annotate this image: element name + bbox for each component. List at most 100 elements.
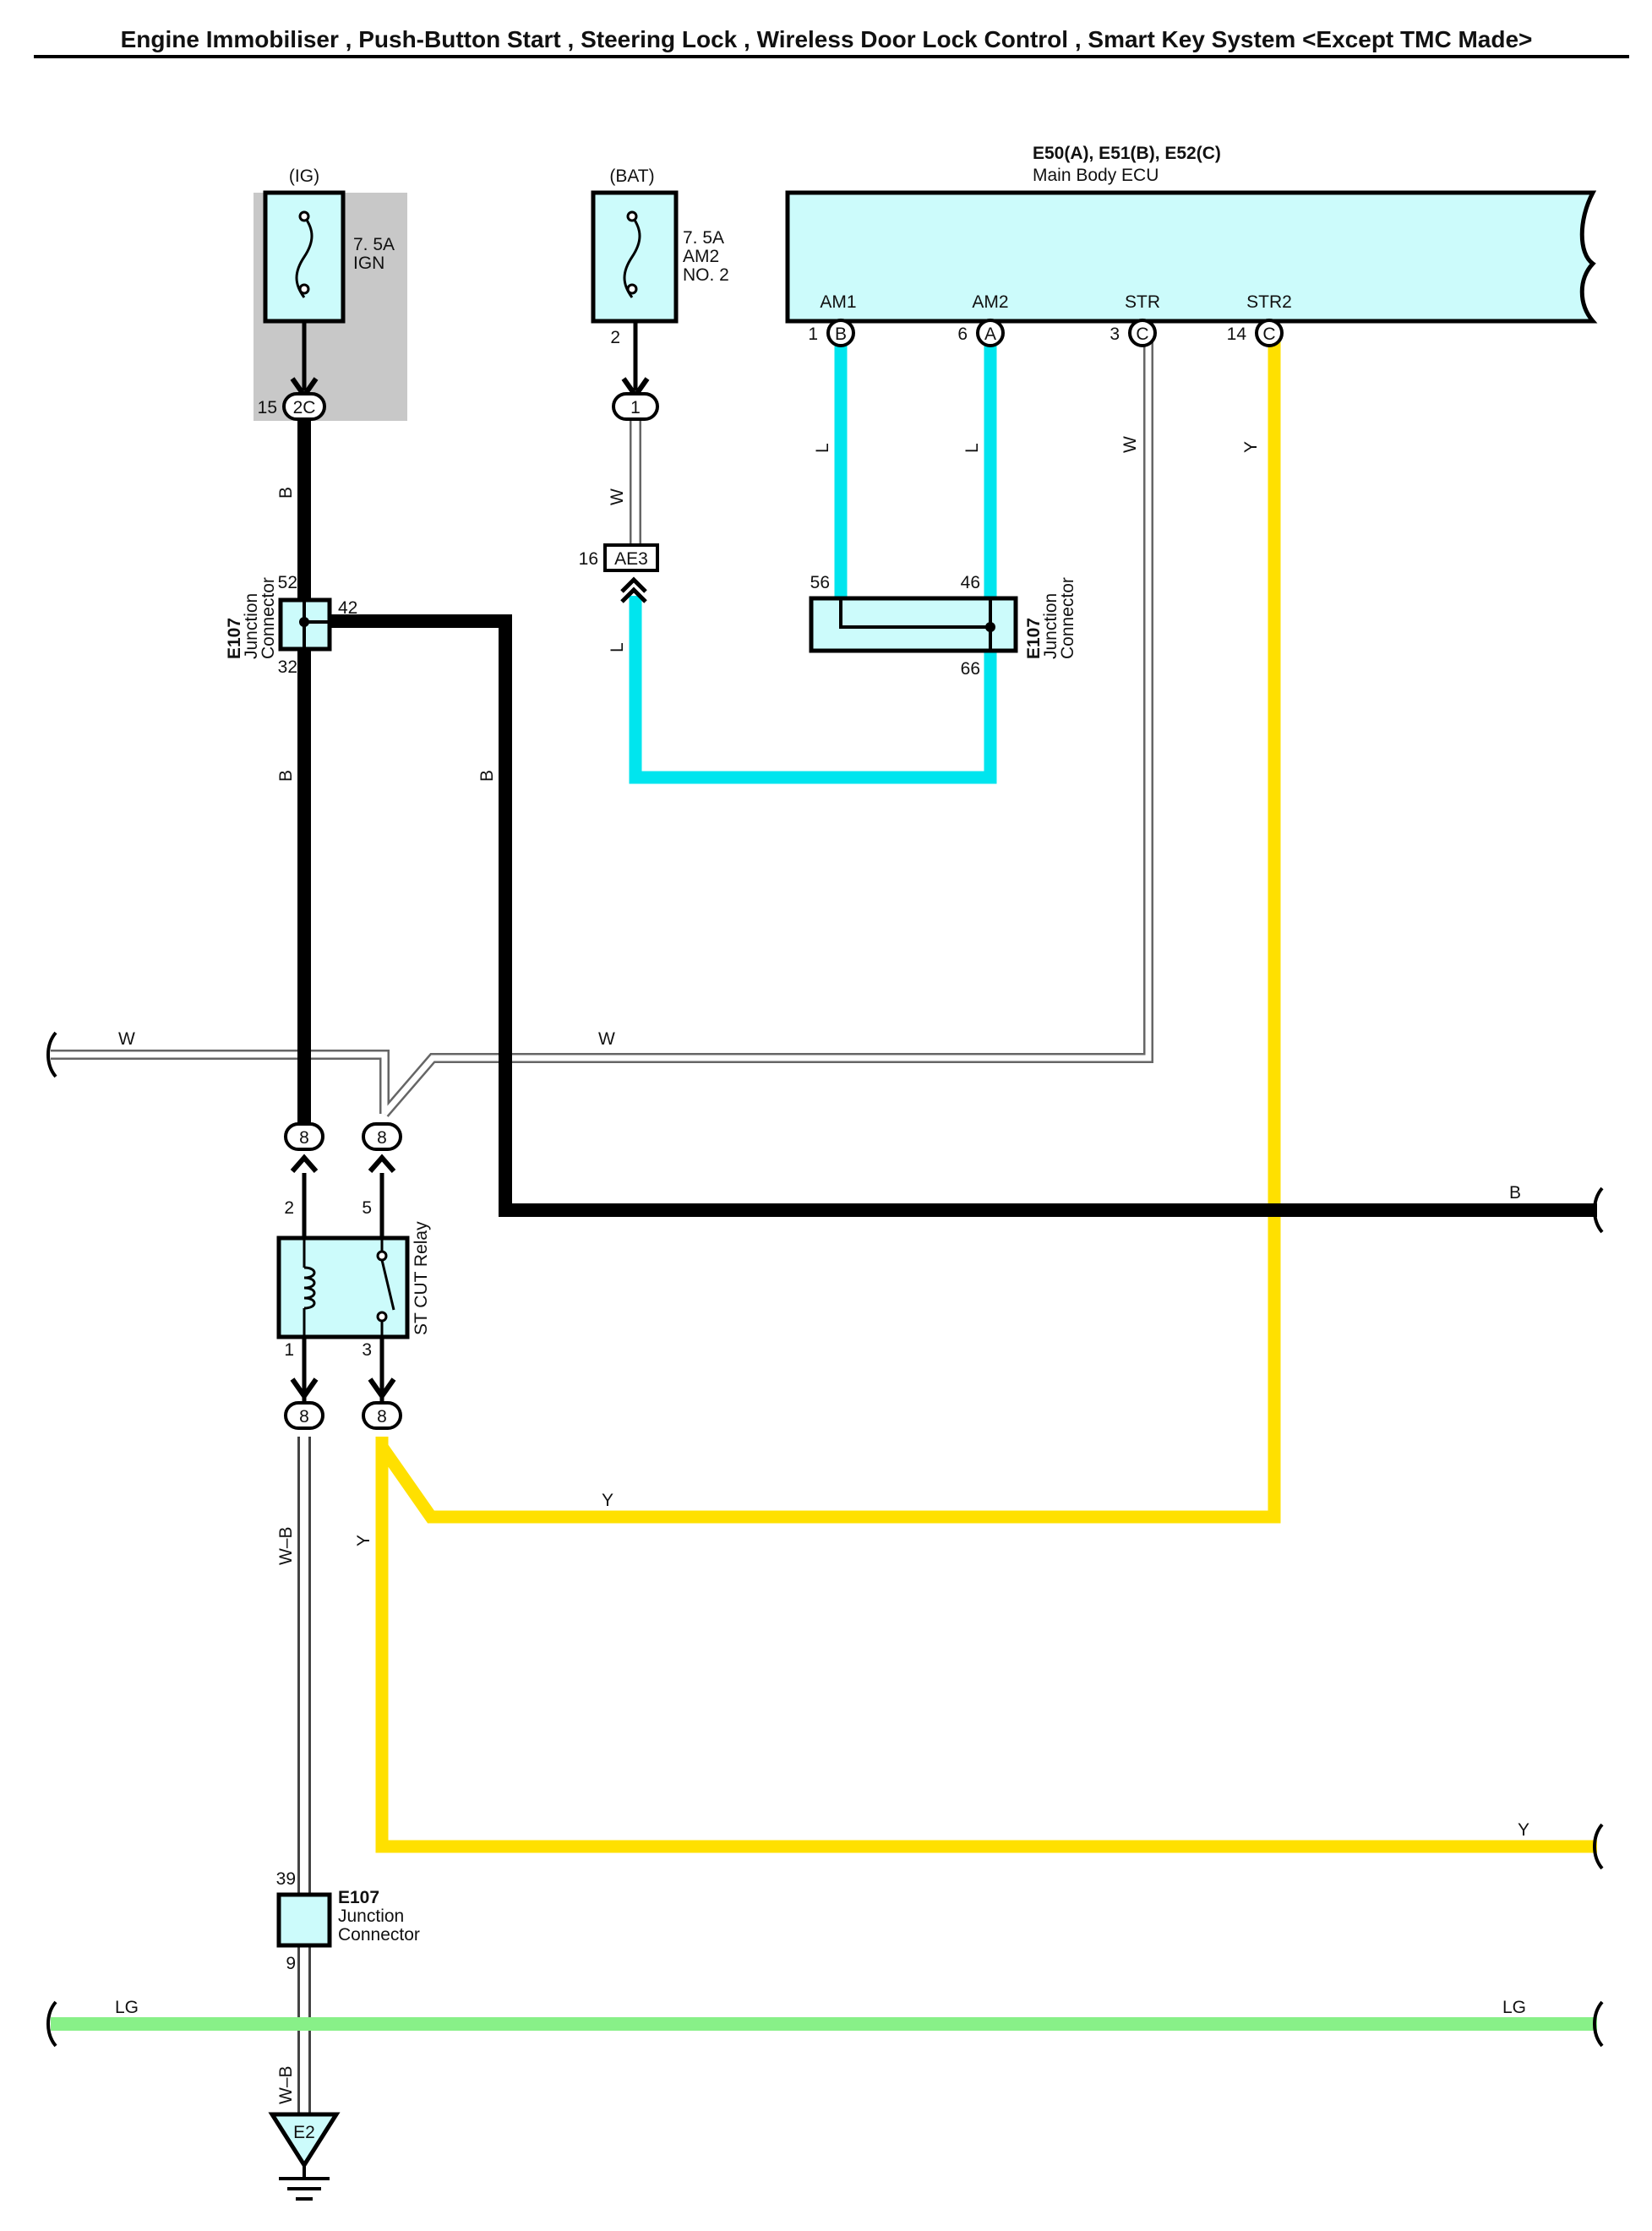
svg-text:1: 1	[808, 325, 818, 344]
relay-pin-2: 2	[284, 1198, 294, 1218]
wire-label-w2: W	[598, 1029, 615, 1049]
connector-relay-top-right: 8	[362, 1122, 402, 1173]
ecu-terminal-str2: STR2	[1246, 292, 1292, 312]
wire-label-wb2: W–B	[276, 2065, 296, 2104]
fuse-am2-pin: 2	[610, 328, 620, 347]
svg-text:3: 3	[1110, 325, 1120, 344]
wire-label-lg1: LG	[115, 1998, 139, 2017]
wire-label-l1: L	[813, 443, 832, 453]
wire-label-w3: W	[608, 488, 627, 505]
main-body-ecu	[785, 190, 1598, 324]
relay-pin-1: 1	[284, 1340, 294, 1360]
diagram-title: Engine Immobiliser , Push-Button Start ,…	[121, 26, 1533, 52]
fuse-ign-rating: 7. 5A	[353, 235, 395, 254]
ecu-terminal-am1: AM1	[820, 292, 856, 312]
wire-w-str	[51, 336, 1153, 1117]
wire-y-out	[375, 1437, 1597, 1853]
svg-text:C: C	[1262, 325, 1275, 344]
connector-relay-bottom-right: 8	[362, 1377, 402, 1430]
ecu-terminal-str: STR	[1125, 292, 1160, 312]
wire-label-b3: B	[477, 770, 497, 782]
ecu-pin-str2: C 14	[1227, 319, 1284, 347]
ign-source-label: (IG)	[289, 166, 319, 186]
svg-text:AE3: AE3	[614, 549, 648, 569]
jc-left-pin-52: 52	[278, 573, 297, 592]
wire-end-marks	[46, 1031, 1604, 2048]
fuse-am2-rating: 7. 5A	[683, 228, 724, 248]
jc-right-pin-46: 46	[961, 573, 980, 592]
jc-bottom-name-2: Connector	[338, 1925, 420, 1945]
jc-bottom-pin-9: 9	[286, 1954, 296, 1973]
fuse-ign-name: IGN	[353, 254, 384, 273]
ecu-terminal-am2: AM2	[972, 292, 1008, 312]
junction-connector-bottom	[276, 1892, 332, 1948]
jc-bottom-name-1: Junction	[338, 1906, 404, 1926]
jc-left-label: E107 Junction Connector	[225, 577, 278, 659]
relay-pin-3: 3	[362, 1340, 372, 1360]
fuse-am2-name-1: AM2	[683, 247, 719, 266]
wire-label-y1: Y	[1241, 441, 1261, 453]
jc-bottom-id: E107	[338, 1888, 379, 1907]
svg-text:Junction: Junction	[242, 593, 261, 659]
svg-text:15: 15	[258, 398, 277, 417]
jc-right-label: E107 Junction Connector	[1024, 577, 1077, 659]
ecu-name: Main Body ECU	[1033, 166, 1159, 185]
svg-text:8: 8	[377, 1128, 387, 1148]
jc-left-pin-32: 32	[278, 657, 297, 677]
svg-text:E107: E107	[225, 618, 244, 659]
wire-label-l3: L	[608, 642, 627, 652]
wire-b-out	[306, 614, 1597, 1217]
connector-relay-bottom-left: 8	[284, 1377, 324, 1430]
svg-text:A: A	[984, 325, 996, 344]
ecu-pin-am2: A 6	[957, 319, 1005, 347]
ecu-pin-str: C 3	[1110, 319, 1157, 347]
svg-text:6: 6	[957, 325, 968, 344]
jc-right-pin-66: 66	[961, 659, 980, 679]
wire-label-y3: Y	[354, 1535, 373, 1546]
svg-text:Connector: Connector	[259, 577, 278, 659]
wire-label-y2: Y	[602, 1491, 613, 1510]
wire-label-wb1: W–B	[276, 1526, 296, 1565]
wire-l-am2	[629, 336, 997, 784]
wire-label-l2: L	[962, 443, 982, 453]
connector-relay-top-left: 8	[284, 1122, 324, 1173]
wire-label-w4: W	[1120, 436, 1140, 453]
svg-text:16: 16	[579, 549, 598, 569]
svg-text:8: 8	[299, 1407, 309, 1426]
wire-label-b2: B	[276, 770, 296, 782]
wire-label-b1: B	[276, 487, 296, 499]
svg-text:C: C	[1136, 325, 1148, 344]
bat-source-label: (BAT)	[609, 166, 654, 186]
svg-text:8: 8	[299, 1128, 309, 1148]
wire-label-lg2: LG	[1502, 1998, 1526, 2017]
svg-text:Junction: Junction	[1041, 593, 1060, 659]
svg-text:Connector: Connector	[1058, 577, 1077, 659]
svg-text:2C: 2C	[293, 398, 316, 417]
connector-ae3: AE3 16	[579, 543, 659, 603]
connector-1: 1	[612, 377, 659, 421]
jc-bottom-pin-39: 39	[276, 1869, 296, 1889]
wire-label-w1: W	[118, 1029, 135, 1049]
svg-text:14: 14	[1227, 325, 1247, 344]
ecu-title: E50(A), E51(B), E52(C)	[1033, 144, 1221, 163]
junction-connector-left	[278, 597, 332, 652]
jc-right-pin-56: 56	[810, 573, 830, 592]
ground-e2: E2	[268, 2112, 341, 2201]
fuse-am2-name-2: NO. 2	[683, 265, 729, 285]
fuse-am2	[591, 190, 679, 324]
junction-connector-right	[809, 596, 1018, 653]
relay-pin-5: 5	[362, 1198, 372, 1218]
st-cut-relay	[276, 1236, 410, 1339]
wire-label-b4: B	[1509, 1183, 1521, 1203]
ecu-pin-am1: B 1	[808, 319, 855, 347]
svg-text:8: 8	[377, 1407, 387, 1426]
svg-text:1: 1	[630, 398, 641, 417]
jc-left-pin-42: 42	[338, 598, 357, 618]
connector-2c: 2C 15	[258, 377, 326, 421]
svg-text:B: B	[835, 325, 847, 344]
wire-label-y4: Y	[1518, 1820, 1529, 1840]
fuse-ign	[263, 190, 346, 324]
relay-name: ST CUT Relay	[412, 1221, 431, 1335]
svg-text:E107: E107	[1024, 618, 1044, 659]
